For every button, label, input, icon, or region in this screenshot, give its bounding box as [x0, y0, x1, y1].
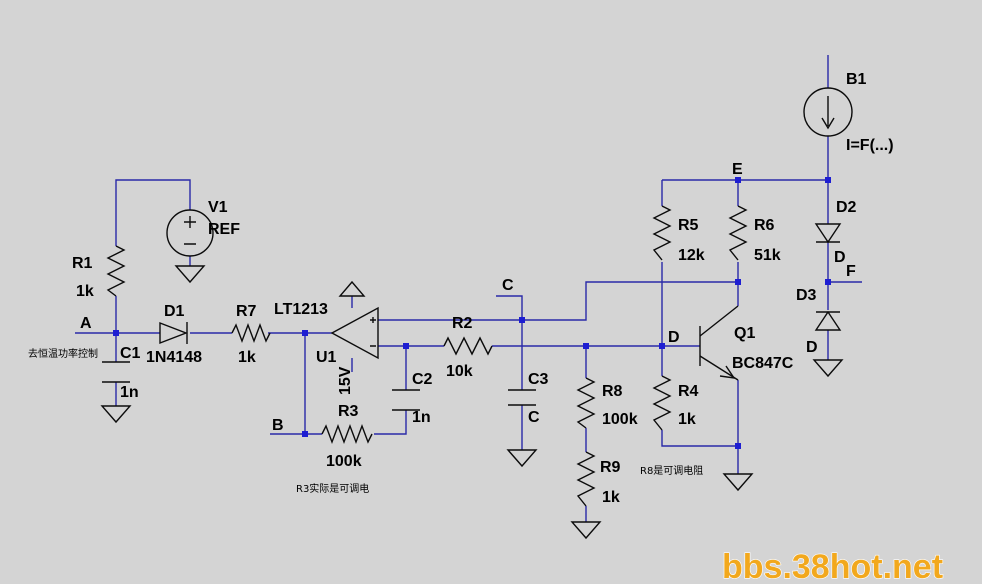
- resistor-r5: [652, 205, 672, 261]
- transistor-q1: [699, 305, 739, 381]
- node-label-c: C: [502, 277, 514, 294]
- resistor-r9: [576, 451, 596, 507]
- node-label-b: B: [272, 417, 284, 434]
- capacitor-c1: [102, 361, 130, 383]
- label-r8: R8: [602, 383, 623, 400]
- label-b1-value: I=F(...): [846, 137, 894, 154]
- label-q1: Q1: [734, 325, 755, 342]
- junction-dots: [113, 177, 831, 449]
- label-r3-value: 100k: [326, 453, 362, 470]
- note-r8: R8是可调电阻: [640, 464, 703, 477]
- label-c1-value: 1n: [120, 384, 139, 401]
- resistor-r8: [576, 377, 596, 429]
- resistor-r2: [443, 336, 493, 356]
- label-r2-value: 10k: [446, 363, 473, 380]
- label-c2: C2: [412, 371, 433, 388]
- annotation-notes: 去恒温功率控制 R3实际是可调电 R8是可调电阻: [28, 347, 703, 495]
- label-d1-value: 1N4148: [146, 349, 202, 366]
- resistor-r4: [652, 375, 672, 431]
- label-r5: R5: [678, 217, 699, 234]
- label-d3: D3: [796, 287, 817, 304]
- label-r1: R1: [72, 255, 93, 272]
- node-label-a: A: [80, 315, 92, 332]
- label-r2: R2: [452, 315, 473, 332]
- label-d2-node: D: [834, 249, 846, 266]
- label-q1-value: BC847C: [732, 355, 794, 372]
- opamp-u1: [330, 306, 379, 360]
- label-d2: D2: [836, 199, 857, 216]
- resistor-r7: [231, 323, 271, 343]
- note-a: 去恒温功率控制: [28, 347, 98, 360]
- label-r7: R7: [236, 303, 257, 320]
- diode-d1: [159, 321, 188, 345]
- label-r6: R6: [754, 217, 775, 234]
- component-labels: A R1 1k C1 1n V1 REF D1 1N4148 R7 1k LT1…: [72, 71, 894, 506]
- label-d1: D1: [164, 303, 185, 320]
- node-label-f: F: [846, 263, 856, 280]
- diode-d3: [814, 310, 842, 331]
- label-r7-value: 1k: [238, 349, 256, 366]
- diode-d2: [814, 223, 842, 244]
- label-r4: R4: [678, 383, 699, 400]
- label-b1: B1: [846, 71, 867, 88]
- wires: [75, 55, 862, 522]
- resistor-r1: [106, 245, 126, 297]
- label-r1-value: 1k: [76, 283, 94, 300]
- resistor-r6: [728, 205, 748, 261]
- watermark-text: bbs.38hot.net: [722, 548, 943, 584]
- label-u1: U1: [316, 349, 337, 366]
- label-c1: C1: [120, 345, 141, 362]
- label-r9-value: 1k: [602, 489, 620, 506]
- node-label-e: E: [732, 161, 743, 178]
- label-r9: R9: [600, 459, 621, 476]
- ground-symbols: [100, 265, 844, 540]
- label-u1-part: LT1213: [274, 301, 328, 318]
- current-source-b1: [803, 87, 853, 137]
- label-v1-value: REF: [208, 221, 240, 238]
- voltage-source-v1: [166, 209, 214, 257]
- label-r8-value: 100k: [602, 411, 638, 428]
- note-r3: R3实际是可调电: [296, 482, 369, 495]
- capacitor-c3: [508, 389, 536, 406]
- label-d3-node: D: [806, 339, 818, 356]
- label-r6-value: 51k: [754, 247, 781, 264]
- label-r4-value: 1k: [678, 411, 696, 428]
- label-c3: C3: [528, 371, 549, 388]
- node-label-d: D: [668, 329, 680, 346]
- capacitor-c2: [392, 389, 420, 411]
- label-c2-value: 1n: [412, 409, 431, 426]
- label-r3: R3: [338, 403, 359, 420]
- resistor-r3: [321, 424, 373, 444]
- label-c3-value: C: [528, 409, 540, 426]
- label-u1-value: 15V: [337, 366, 354, 395]
- label-v1: V1: [208, 199, 228, 216]
- label-r5-value: 12k: [678, 247, 705, 264]
